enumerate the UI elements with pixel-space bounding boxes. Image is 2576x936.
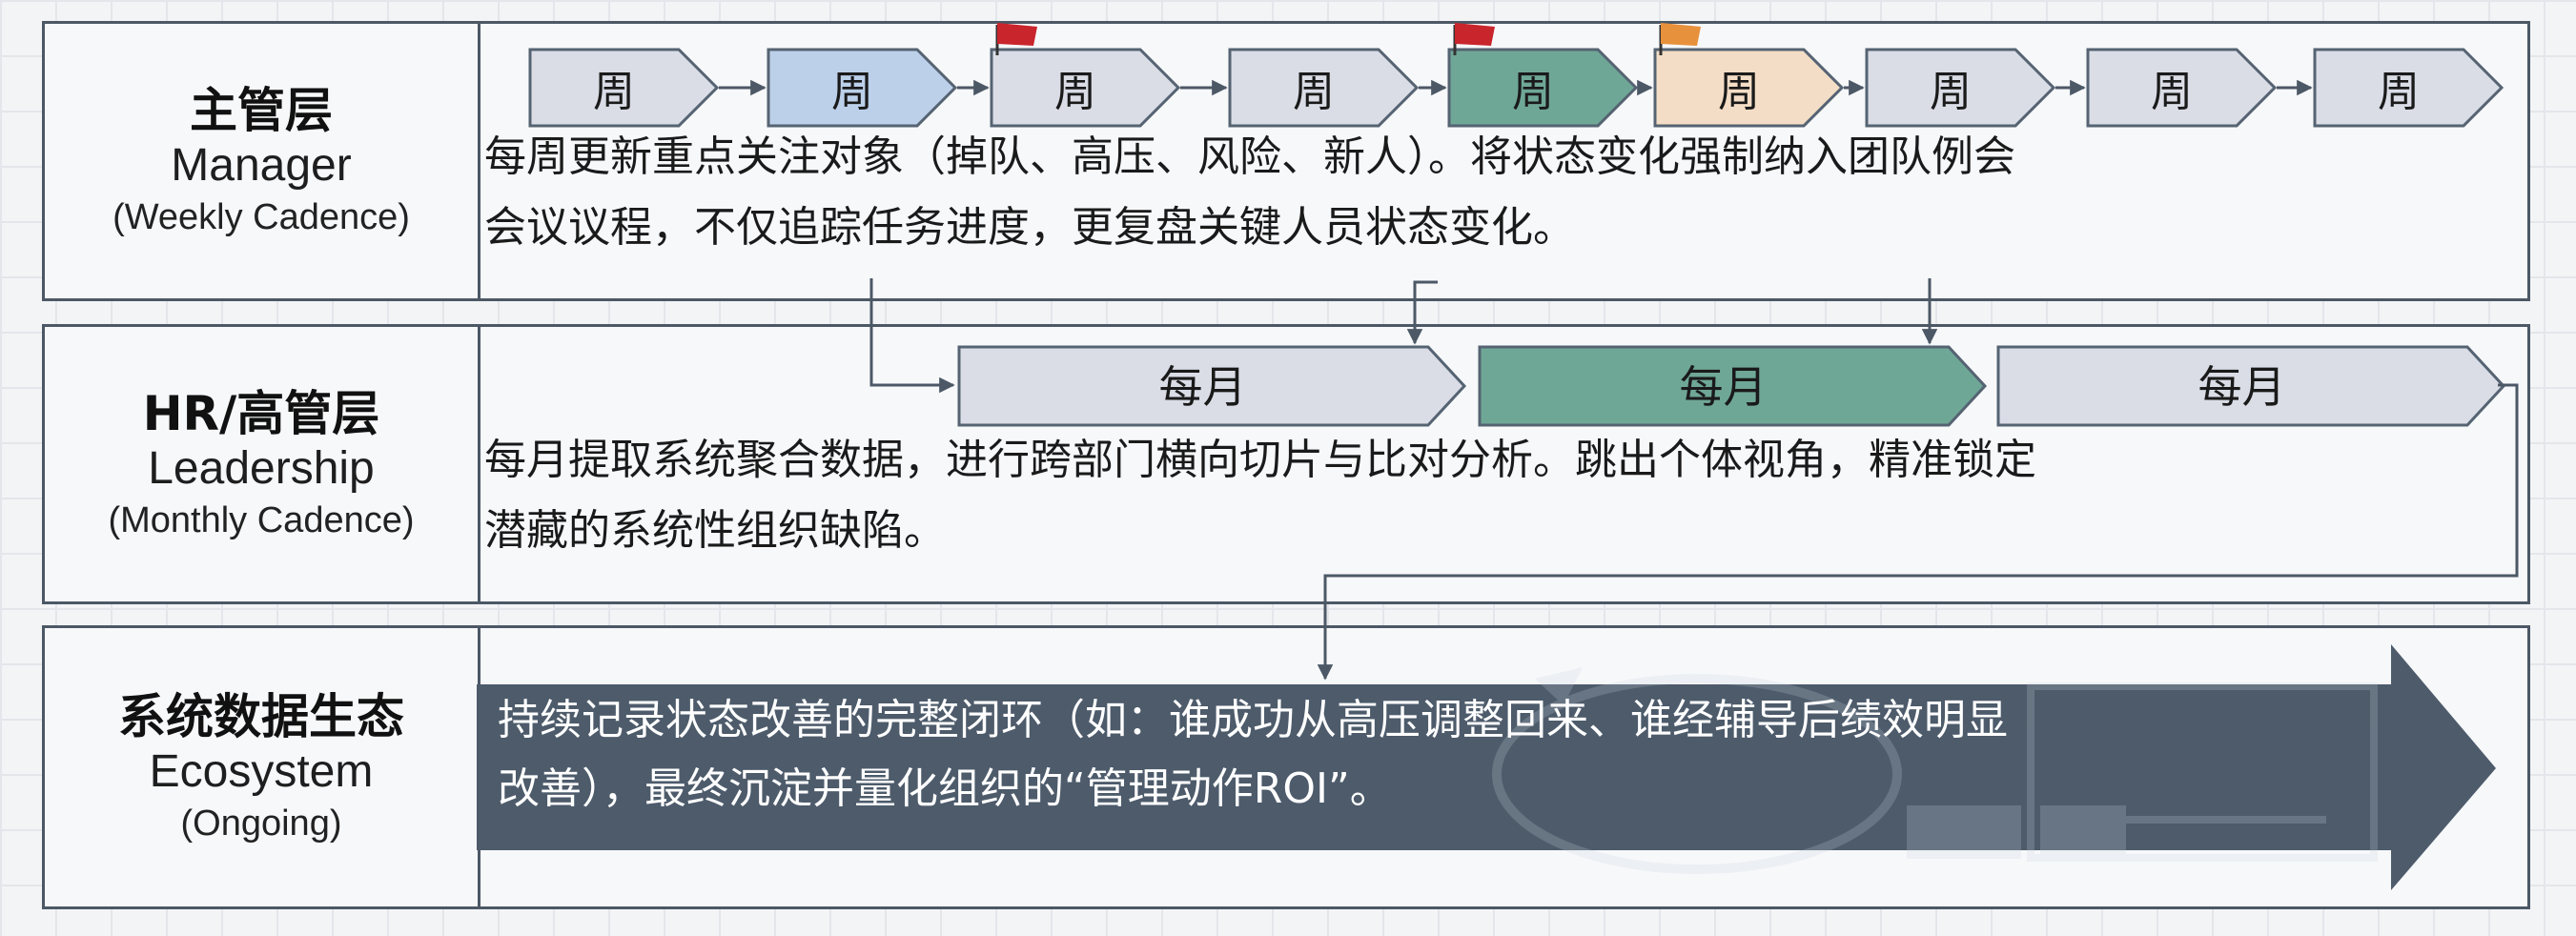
leadership-cadence: (Monthly Cadence) <box>108 500 415 541</box>
week-chevron <box>1653 48 1845 128</box>
ecosystem-big-arrow <box>477 644 2496 890</box>
leadership-desc-line-2: 潜藏的系统性组织缺陷。 <box>484 506 946 555</box>
leadership-title-cn: HR/高管层 <box>142 385 380 441</box>
month-chevron <box>1996 345 2506 427</box>
week-chevron <box>2313 48 2504 128</box>
week-label: 周 <box>1512 68 1554 116</box>
manager-desc-line-1: 每周更新重点关注对象（掉队、高压、风险、新人）。将状态变化强制纳入团队例会 <box>484 132 2015 181</box>
week-chevron <box>990 48 1181 128</box>
flag-icon <box>1455 23 1495 46</box>
week-label: 周 <box>2151 68 2193 116</box>
connector-week2-to-month1 <box>869 278 955 394</box>
ecosystem-watermark-graphic <box>1492 667 2378 874</box>
week-label: 周 <box>1718 68 1760 116</box>
manager-label-cell: 主管层 Manager (Weekly Cadence) <box>45 24 480 298</box>
ecosystem-desc-line-2: 改善），最终沉淀并量化组织的“管理动作ROI”。 <box>498 764 1392 813</box>
week-label: 周 <box>1930 68 1972 116</box>
flag-icon <box>997 23 1037 46</box>
manager-cadence: (Weekly Cadence) <box>112 197 410 238</box>
connector-month3-to-ecosystem <box>1317 383 2519 681</box>
month-label: 每月 <box>1679 361 1768 413</box>
manager-title-en: Manager <box>171 139 352 191</box>
week-label: 周 <box>1054 68 1096 116</box>
week-label: 周 <box>593 68 635 116</box>
week-label: 周 <box>1293 68 1335 116</box>
week-chevron <box>1228 48 1420 128</box>
leadership-title-en: Leadership <box>148 442 375 494</box>
flag-icon <box>1661 23 1701 46</box>
connector-week5-to-month1 <box>1406 280 1438 345</box>
week-chevron <box>1447 48 1639 128</box>
month-chevron <box>1478 345 1988 427</box>
week-chevron <box>528 48 720 128</box>
week-chevron <box>1865 48 2056 128</box>
manager-description: 每周更新重点关注对象（掉队、高压、风险、新人）。将状态变化强制纳入团队例会 会议… <box>484 122 2015 263</box>
week-label: 周 <box>2378 68 2420 116</box>
week-chevron <box>2086 48 2278 128</box>
month-label: 每月 <box>1158 361 1247 413</box>
ecosystem-description: 持续记录状态改善的完整闭环（如：谁成功从高压调整回来、谁经辅导后绩效明显 改善）… <box>498 686 2008 824</box>
leadership-label-cell: HR/高管层 Leadership (Monthly Cadence) <box>45 327 480 601</box>
monthly-timeline <box>957 345 2506 427</box>
manager-title-cn: 主管层 <box>190 82 333 138</box>
manager-desc-line-2: 会议议程，不仅追踪任务进度，更复盘关键人员状态变化。 <box>484 203 1575 252</box>
month-chevron <box>957 345 1467 427</box>
leadership-description: 每月提取系统聚合数据，进行跨部门横向切片与比对分析。跳出个体视角，精准锁定 潜藏… <box>484 425 2036 566</box>
week-label: 周 <box>831 68 873 116</box>
ecosystem-label-cell: 系统数据生态 Ecosystem (Ongoing) <box>45 628 480 906</box>
weekly-timeline <box>528 23 2504 128</box>
ecosystem-title-cn: 系统数据生态 <box>118 688 404 744</box>
week-chevron <box>767 48 958 128</box>
month-label: 每月 <box>2198 361 2286 413</box>
cross-connectors <box>869 278 2519 681</box>
leadership-desc-line-1: 每月提取系统聚合数据，进行跨部门横向切片与比对分析。跳出个体视角，精准锁定 <box>484 436 2036 484</box>
ecosystem-title-en: Ecosystem <box>149 745 374 797</box>
ecosystem-cadence: (Ongoing) <box>180 804 342 844</box>
ecosystem-desc-line-1: 持续记录状态改善的完整闭环（如：谁成功从高压调整回来、谁经辅导后绩效明显 <box>498 696 2008 744</box>
